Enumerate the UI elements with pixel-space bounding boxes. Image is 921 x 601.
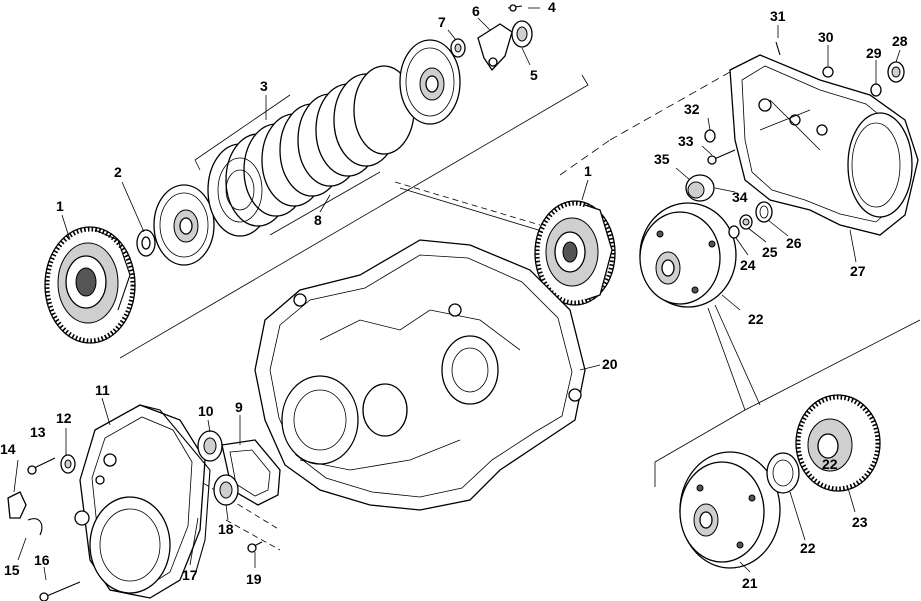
callout-1-left: 1 bbox=[56, 198, 64, 214]
left-fasteners bbox=[7, 454, 81, 601]
callout-26: 26 bbox=[786, 235, 802, 251]
callout-32: 32 bbox=[684, 101, 700, 117]
callout-33: 33 bbox=[678, 133, 694, 149]
callout-29: 29 bbox=[866, 45, 882, 61]
leader-lines bbox=[13, 7, 901, 581]
callout-22-gear: 22 bbox=[822, 456, 838, 472]
callout-22-lower: 22 bbox=[800, 540, 816, 556]
small-bearing-parts bbox=[685, 129, 773, 239]
callout-17: 17 bbox=[182, 567, 198, 583]
callout-8: 8 bbox=[314, 212, 322, 228]
callout-28: 28 bbox=[892, 33, 908, 49]
callout-24: 24 bbox=[740, 257, 756, 273]
thrust-washer bbox=[136, 229, 156, 257]
callout-11: 11 bbox=[95, 382, 110, 398]
drive-gear-left bbox=[44, 226, 136, 344]
left-side-cover bbox=[74, 404, 211, 599]
callout-16: 16 bbox=[34, 552, 50, 568]
clutch-hub bbox=[399, 39, 461, 125]
callout-30: 30 bbox=[818, 29, 834, 45]
callout-34: 34 bbox=[732, 189, 748, 205]
clutch-release-parts bbox=[450, 4, 533, 72]
callout-1-center: 1 bbox=[584, 163, 592, 179]
callout-20: 20 bbox=[602, 356, 618, 372]
callout-15: 15 bbox=[4, 562, 20, 578]
callout-25: 25 bbox=[762, 244, 778, 260]
callout-31: 31 bbox=[770, 8, 786, 24]
callout-14: 14 bbox=[0, 441, 16, 457]
callout-22-upper: 22 bbox=[748, 311, 764, 327]
drive-gear-center bbox=[534, 200, 616, 306]
callout-10: 10 bbox=[198, 403, 214, 419]
callout-35: 35 bbox=[654, 151, 670, 167]
callout-3: 3 bbox=[260, 78, 268, 94]
seals-gasket bbox=[197, 430, 281, 553]
clutch-drum-upper bbox=[639, 202, 737, 308]
pressure-plate bbox=[153, 184, 215, 266]
callout-7: 7 bbox=[438, 14, 446, 30]
callout-21: 21 bbox=[742, 575, 758, 591]
crankcase bbox=[254, 239, 586, 511]
callout-23: 23 bbox=[852, 514, 868, 530]
callout-labels: 1 1 2 3 4 5 6 7 8 9 10 11 12 13 14 15 16… bbox=[0, 0, 908, 591]
callout-4: 4 bbox=[548, 0, 556, 15]
callout-27: 27 bbox=[850, 263, 866, 279]
right-side-cover bbox=[729, 41, 919, 236]
callout-18: 18 bbox=[218, 521, 234, 537]
callout-9: 9 bbox=[235, 399, 243, 415]
callout-13: 13 bbox=[30, 424, 46, 440]
callout-5: 5 bbox=[530, 67, 538, 83]
clutch-plate-stack bbox=[207, 65, 415, 237]
callout-2: 2 bbox=[114, 164, 122, 180]
clutch-drum-lower bbox=[679, 394, 881, 569]
callout-19: 19 bbox=[246, 571, 262, 587]
callout-12: 12 bbox=[56, 410, 72, 426]
callout-6: 6 bbox=[472, 3, 480, 19]
